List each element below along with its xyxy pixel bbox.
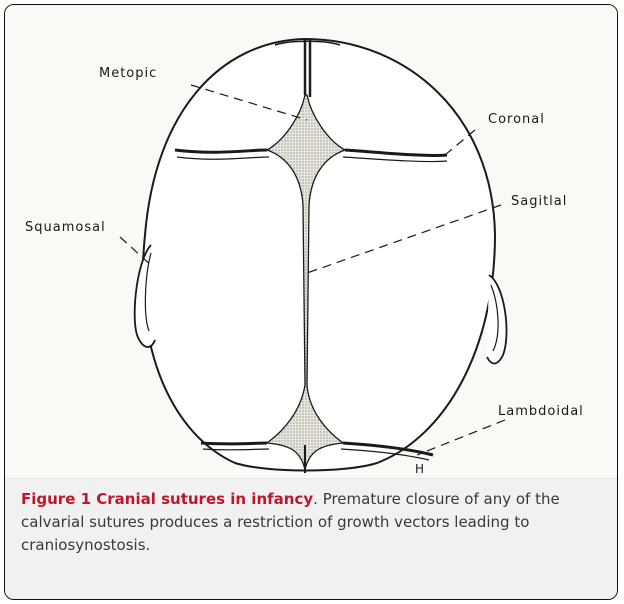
skull-outline: [143, 39, 495, 471]
label-squamosal: Squamosal: [25, 220, 106, 235]
cranial-sutures-illustration: H Metopic Coronal Sagitlal Squamosal Lam…: [5, 5, 618, 478]
right-ear-outline: [487, 275, 507, 364]
figure-panel: H Metopic Coronal Sagitlal Squamosal Lam…: [4, 4, 618, 600]
caption-title: Figure 1 Cranial sutures in infancy: [21, 490, 313, 508]
artist-mark: H: [415, 462, 425, 476]
label-metopic: Metopic: [99, 66, 157, 81]
skull-top-view-drawing: H Metopic Coronal Sagitlal Squamosal Lam…: [5, 5, 618, 478]
figure-caption: Figure 1 Cranial sutures in infancy. Pre…: [5, 478, 618, 600]
label-sagittal: Sagitlal: [511, 194, 567, 209]
label-coronal: Coronal: [488, 112, 545, 127]
label-lambdoidal: Lambdoidal: [498, 404, 584, 419]
